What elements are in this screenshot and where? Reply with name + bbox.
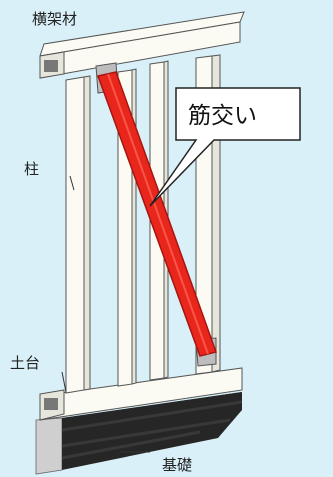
label-top-beam: 横架材 — [32, 10, 78, 28]
label-foundation: 基礎 — [162, 456, 193, 474]
brace-callout — [149, 87, 301, 207]
diagonal-brace — [97, 71, 217, 357]
label-post: 柱 — [24, 160, 40, 178]
leader-lines — [61, 175, 150, 453]
label-sill: 土台 — [10, 354, 41, 372]
top-beam — [39, 11, 245, 79]
foundation-block — [35, 392, 243, 475]
label-brace: 筋交い — [188, 103, 257, 129]
sill-beam — [39, 367, 243, 421]
